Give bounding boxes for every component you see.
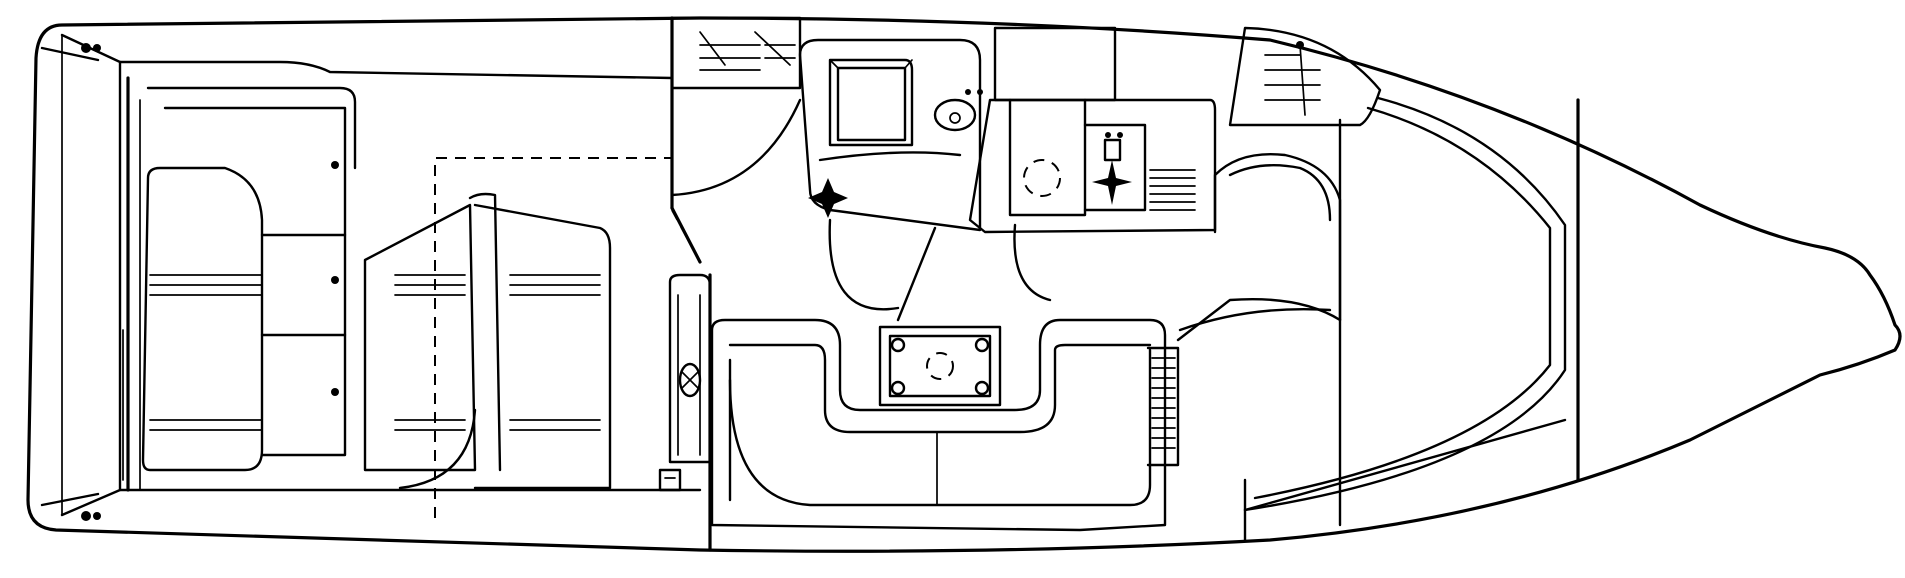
forward-locker [1228,26,1382,127]
companion-seat [363,192,612,490]
galley-dinette [798,38,982,311]
swim-platform-rails [122,76,141,492]
bulkhead-louver [1146,346,1180,467]
aft-bench-seat [141,86,357,472]
helm-console [658,273,712,492]
hull-outline [26,16,1902,553]
forward-v-berth [1178,96,1567,542]
head-compartment [1176,153,1342,342]
aft-cabinet-hanging-locker [670,16,802,197]
transom-fitting-top [40,43,101,62]
salon-settee [710,318,1167,532]
dinette-table [878,226,1002,407]
galley-stove-sink [933,26,1217,302]
transom-fitting-bottom [40,492,101,521]
